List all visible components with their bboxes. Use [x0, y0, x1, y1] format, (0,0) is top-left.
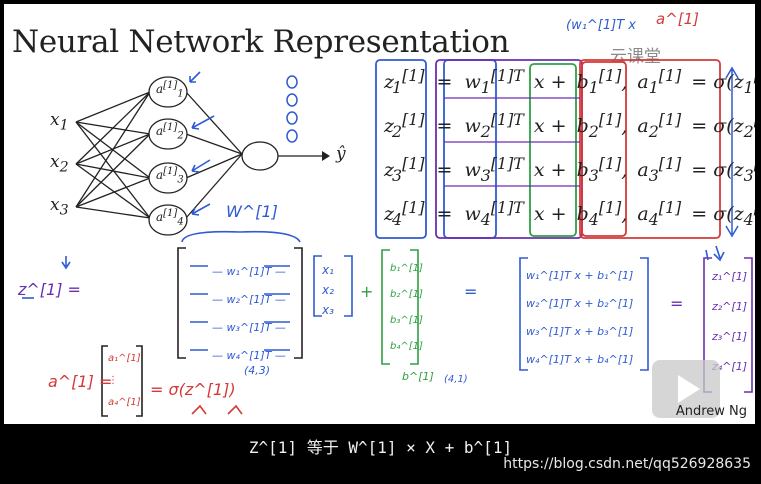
hidden-node: [148, 76, 188, 108]
video-caption: Z^[1] 等于 W^[1] × X + b^[1]: [248, 438, 513, 457]
hand-top-a: a^[1]: [656, 10, 700, 28]
hidden-node: [148, 118, 188, 150]
equals-sign-2: =: [670, 294, 684, 313]
hand-z-vector: z₁^[1] z₂^[1] z₃^[1] z₄^[1]: [712, 270, 747, 373]
url-watermark: https://blog.csdn.net/qq526928635: [503, 456, 751, 472]
input-x3: x3: [50, 195, 69, 219]
hand-b-label: b^[1]: [402, 370, 434, 383]
hand-result-vector: w₁^[1]T x + b₁^[1] w₂^[1]T x + b₂^[1] w₃…: [526, 269, 634, 366]
hand-W-rows: — w₁^[1]T — — w₂^[1]T — — w₃^[1]T — — w₄…: [212, 265, 286, 362]
hand-x-vector: x₁ x₂ x₃: [322, 263, 334, 317]
hidden-node: [148, 204, 188, 236]
lecture-slide: Neural Network Representation 云课堂: [4, 4, 755, 424]
hidden-label-1: a[1]1: [156, 80, 184, 100]
slide-title: Neural Network Representation: [12, 24, 510, 60]
hand-top-note: (w₁^[1]T x: [566, 18, 636, 33]
equation-row-2: z2[1] = w2[1]T x + b2[1], a2[1] = σ(z2[1…: [384, 110, 755, 142]
input-x1: x1: [50, 110, 69, 134]
hand-b-vector: b₁^[1] b₂^[1] b₃^[1] b₄^[1]: [390, 263, 423, 352]
equation-row-4: z4[1] = w4[1]T x + b4[1], a4[1] = σ(z4[1…: [384, 198, 755, 230]
hand-b-shape: (4,1): [444, 374, 468, 385]
hand-W-shape: (4,3): [244, 364, 271, 377]
subtitle-bar: [0, 428, 761, 484]
equals-sign: =: [464, 282, 478, 301]
hand-W-label: W^[1]: [226, 202, 278, 221]
hand-z-label: z^[1] =: [18, 280, 81, 299]
hidden-label-4: a[1]4: [156, 208, 184, 228]
author-label: Andrew Ng: [675, 404, 747, 419]
hidden-label-3: a[1]3: [156, 166, 184, 186]
hand-a-vector: a₁^[1] ⋮ a₄^[1]: [108, 353, 141, 408]
plus-sign: +: [360, 282, 374, 301]
arrow-head-icon: [322, 151, 330, 161]
network-diagram: [22, 59, 753, 417]
hidden-label-2: a[1]2: [156, 122, 184, 142]
hand-a-rhs: = σ(z^[1]): [150, 380, 236, 399]
input-x2: x2: [50, 152, 69, 176]
equation-row-1: z1[1] = w1[1]T x + b1[1], a1[1] = σ(z1[1…: [384, 66, 755, 98]
output-node: [241, 141, 279, 171]
play-button[interactable]: [652, 360, 720, 418]
hidden-node: [148, 162, 188, 194]
equation-row-3: z3[1] = w3[1]T x + b3[1], a3[1] = σ(z3[1…: [384, 154, 755, 186]
output-label: ŷ: [336, 144, 346, 164]
hand-a-label: a^[1] =: [48, 372, 113, 391]
